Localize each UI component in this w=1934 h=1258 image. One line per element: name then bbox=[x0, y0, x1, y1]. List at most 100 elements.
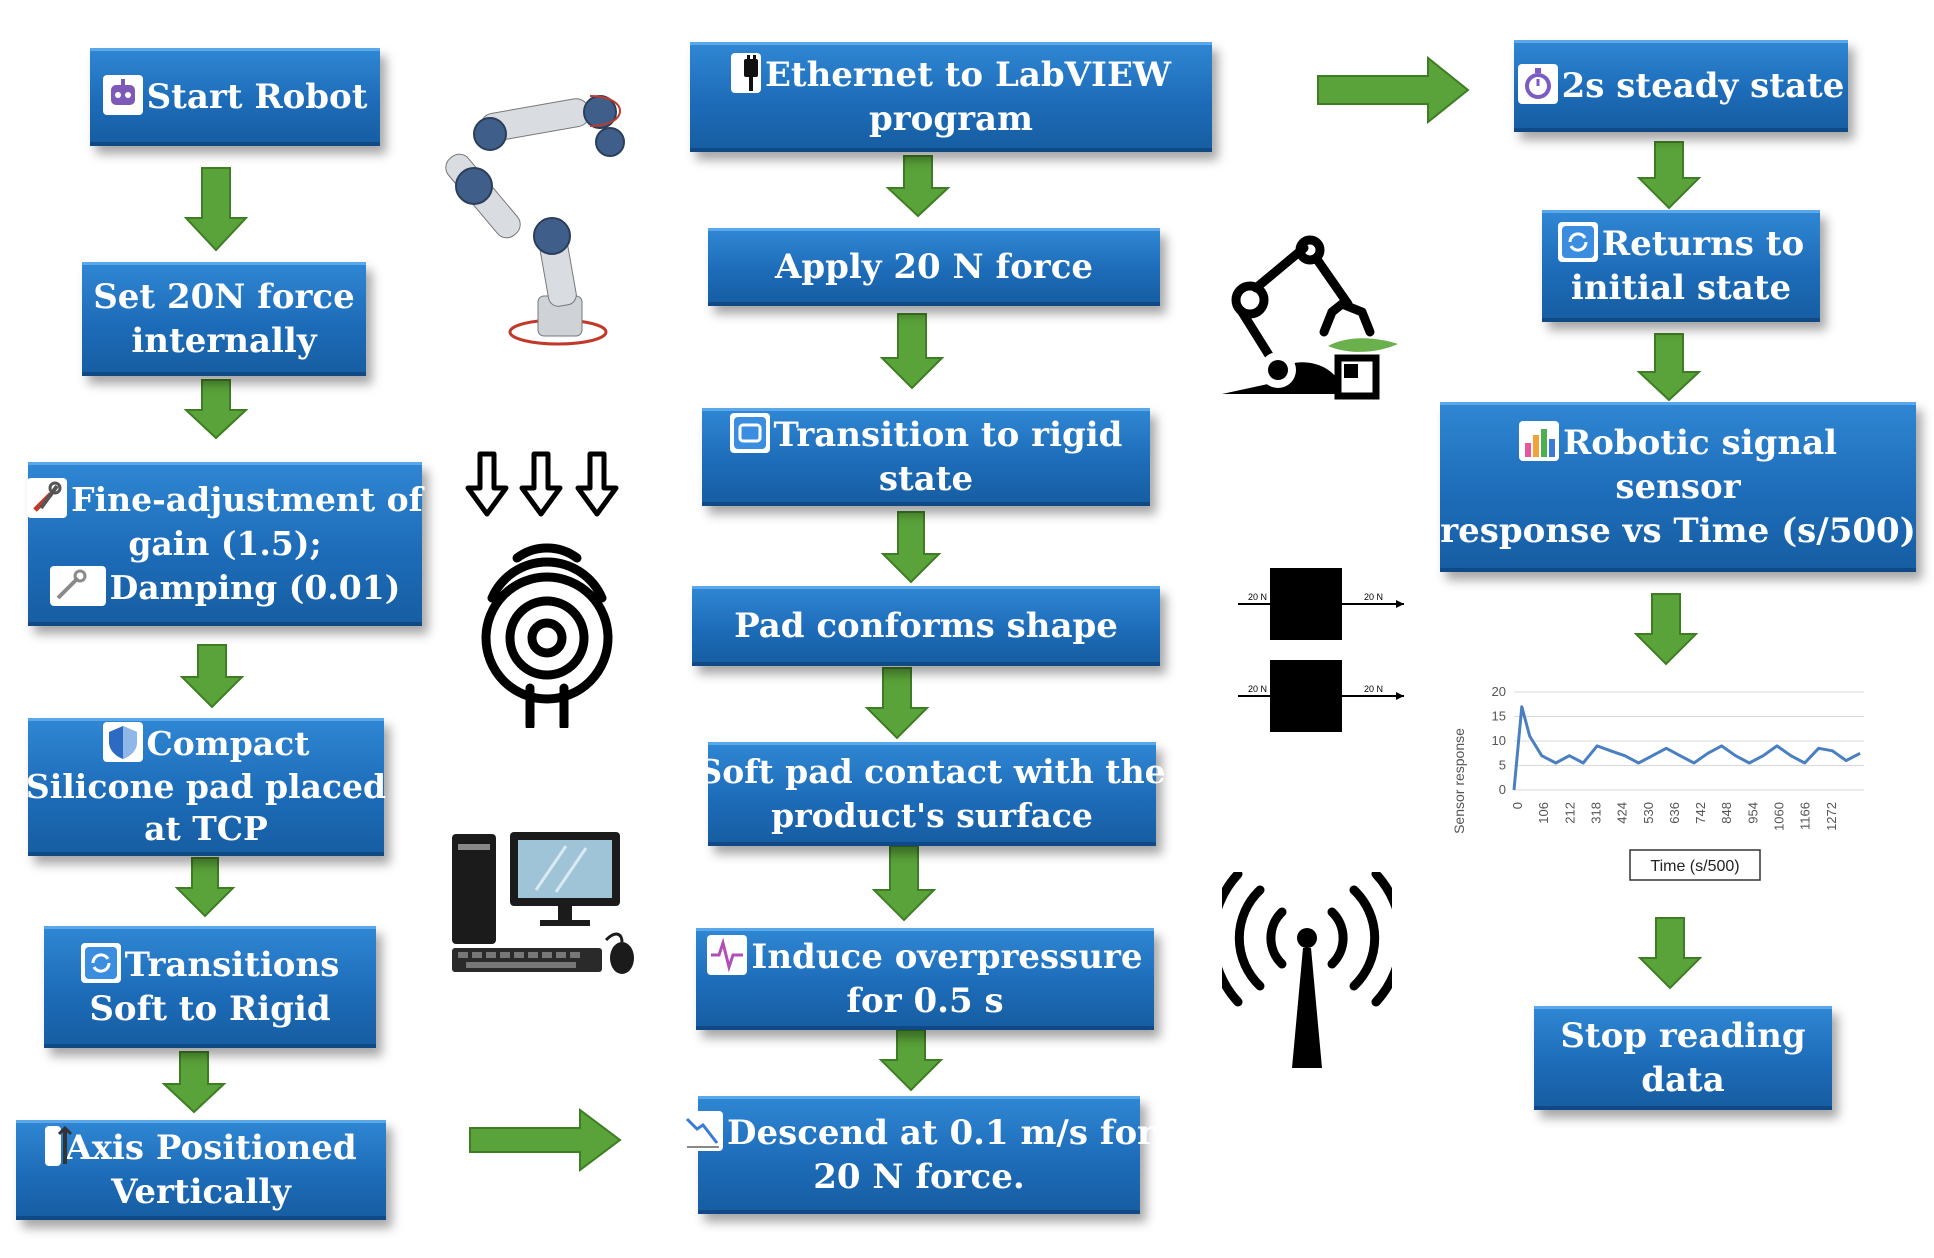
x-tick-label: 424 bbox=[1615, 802, 1630, 824]
returns-line2: initial state bbox=[1570, 267, 1792, 308]
induce-line1: Induce overpressure bbox=[751, 936, 1143, 977]
arrow-right bbox=[1317, 55, 1470, 125]
x-tick-label: 1272 bbox=[1824, 802, 1839, 831]
arrow-down bbox=[1633, 593, 1699, 666]
arrow-down bbox=[183, 167, 249, 252]
set-force-box: Set 20N force internally bbox=[82, 262, 366, 376]
compact-silicone-box: Compact Silicone pad placed at TCP bbox=[25, 718, 387, 856]
arrow-right bbox=[469, 1108, 622, 1172]
x-tick-label: 742 bbox=[1693, 802, 1708, 824]
series-line bbox=[1512, 705, 1861, 791]
arrow-down bbox=[1637, 917, 1703, 990]
steady-label: 2s steady state bbox=[1561, 65, 1845, 106]
descend-line2: 20 N force. bbox=[813, 1156, 1025, 1197]
gripper-robot-icon bbox=[1222, 235, 1398, 400]
x-tick-label: 0 bbox=[1510, 802, 1525, 809]
stop-line1: Stop reading bbox=[1560, 1015, 1806, 1056]
x-tick-label: 636 bbox=[1667, 802, 1682, 824]
arrow-down bbox=[878, 1029, 944, 1092]
fine-adjustment-box: Fine-adjustment of gain (1.5); Damping (… bbox=[27, 462, 423, 626]
steady-state-box: 2s steady state bbox=[1514, 40, 1848, 132]
x-axis-label-box bbox=[1629, 849, 1761, 881]
transition-icon bbox=[729, 412, 770, 453]
axis-positioned-box: Axis Positioned Vertically bbox=[16, 1120, 386, 1220]
returns-line1: Returns to bbox=[1601, 223, 1805, 264]
arrow-down bbox=[183, 379, 249, 440]
fine-line1: Fine-adjustment of bbox=[71, 479, 423, 519]
arrow-down bbox=[871, 845, 937, 922]
axis-line1: Axis Positioned bbox=[65, 1127, 357, 1168]
x-axis-label: Time (s/500) bbox=[1650, 858, 1739, 875]
y-tick-label: 15 bbox=[1492, 709, 1506, 724]
x-tick-label: 530 bbox=[1641, 802, 1656, 824]
signal-line1: Robotic signal bbox=[1562, 422, 1838, 463]
sensor-label: 20 N bbox=[1364, 592, 1383, 602]
x-tick-label: 1060 bbox=[1772, 802, 1787, 831]
wireless-antenna-icon bbox=[1222, 872, 1392, 1068]
ethernet-line2: program bbox=[868, 98, 1034, 139]
sensor-label: 20 N bbox=[1364, 684, 1383, 694]
descend-box: Descend at 0.1 m/s for 20 N force. bbox=[682, 1096, 1155, 1214]
transition-line2: state bbox=[878, 458, 974, 499]
pad-label: Pad conforms shape bbox=[734, 605, 1118, 646]
x-tick-label: 848 bbox=[1719, 802, 1734, 824]
fine-line3: Damping (0.01) bbox=[109, 567, 401, 607]
sensor-label: 20 N bbox=[1248, 684, 1267, 694]
arrow-down bbox=[179, 644, 245, 709]
arrow-down bbox=[864, 667, 930, 740]
robot-arm-image bbox=[445, 95, 625, 346]
start-robot-box: Start Robot bbox=[90, 48, 380, 146]
tools-icon bbox=[27, 477, 68, 518]
plug-icon bbox=[730, 52, 761, 93]
soft-pad-contact-box: Soft pad contact with the product's surf… bbox=[698, 742, 1166, 846]
start-robot-label: Start Robot bbox=[146, 76, 368, 117]
robot-icon bbox=[102, 74, 143, 115]
y-tick-label: 20 bbox=[1492, 684, 1506, 699]
fingerprint-icon bbox=[481, 543, 613, 728]
transition-line1: Transition to rigid bbox=[773, 414, 1123, 455]
chart-icon bbox=[1518, 420, 1559, 461]
stop-reading-box: Stop reading data bbox=[1534, 1006, 1832, 1110]
set-force-line1: Set 20N force bbox=[93, 276, 355, 317]
compact-line1: Compact bbox=[146, 724, 310, 763]
ethernet-line1: Ethernet to LabVIEW bbox=[764, 54, 1172, 95]
signal-line2: sensor bbox=[1615, 466, 1741, 507]
apply-label: Apply 20 N force bbox=[774, 246, 1094, 287]
set-force-line2: internally bbox=[131, 320, 317, 361]
induce-overpressure-box: Induce overpressure for 0.5 s bbox=[696, 928, 1154, 1030]
arrow-down bbox=[879, 313, 945, 390]
fine-line2: gain (1.5); bbox=[128, 523, 322, 563]
transitions-box: Transitions Soft to Rigid bbox=[44, 926, 376, 1048]
transitions-line2: Soft to Rigid bbox=[89, 988, 331, 1029]
shield-icon bbox=[102, 722, 143, 762]
arrow-down bbox=[161, 1051, 227, 1114]
compact-line2: Silicone pad placed bbox=[25, 767, 387, 806]
arrow-down bbox=[880, 511, 942, 584]
refresh-icon bbox=[80, 942, 121, 983]
induce-line2: for 0.5 s bbox=[846, 980, 1004, 1021]
arrow-down bbox=[1636, 333, 1702, 402]
x-tick-label: 318 bbox=[1588, 802, 1603, 824]
transitions-line1: Transitions bbox=[124, 944, 340, 985]
wave-icon bbox=[707, 934, 748, 975]
sensor-block-icon: 20 N 20 N 20 N 20 N bbox=[1238, 568, 1404, 732]
robotic-signal-box: Robotic signal sensor response vs Time (… bbox=[1440, 402, 1916, 572]
arrow-down bbox=[1636, 141, 1702, 210]
apply-force-box: Apply 20 N force bbox=[708, 228, 1160, 306]
sensor-label: 20 N bbox=[1248, 592, 1267, 602]
soft-line2: product's surface bbox=[771, 795, 1093, 835]
y-tick-label: 5 bbox=[1499, 758, 1506, 773]
x-tick-label: 212 bbox=[1562, 802, 1577, 824]
axis-icon bbox=[45, 1125, 73, 1166]
ethernet-labview-box: Ethernet to LabVIEW program bbox=[690, 42, 1212, 152]
refresh-icon bbox=[1557, 221, 1598, 262]
arrow-down bbox=[174, 857, 236, 918]
x-tick-label: 1166 bbox=[1798, 802, 1813, 830]
y-tick-label: 10 bbox=[1492, 733, 1506, 748]
signal-line3: response vs Time (s/500) bbox=[1440, 510, 1916, 551]
computer-icon bbox=[452, 832, 634, 974]
axis-line2: Vertically bbox=[111, 1171, 291, 1212]
